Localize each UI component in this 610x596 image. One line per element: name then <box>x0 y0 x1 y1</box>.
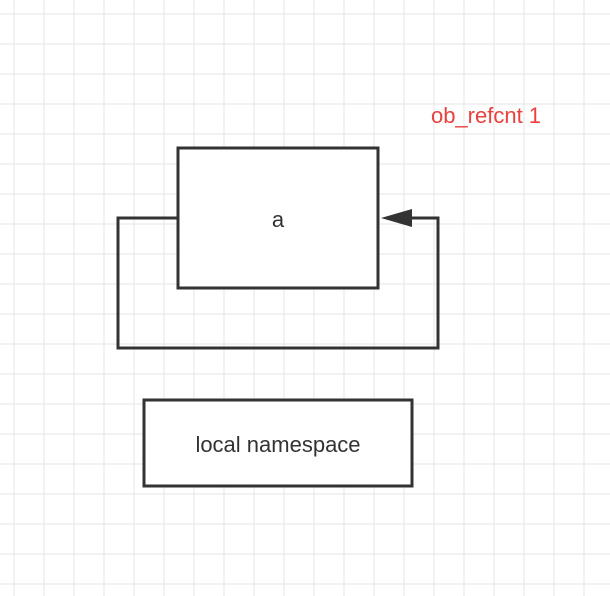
arrowhead-icon <box>381 209 412 227</box>
local-namespace-box[interactable] <box>142 398 414 488</box>
local-namespace-label: local namespace <box>195 432 360 457</box>
object-a-box[interactable] <box>176 146 380 290</box>
object-a-label: a <box>272 207 285 232</box>
self-reference-edge <box>116 216 440 350</box>
refcount-annotation: ob_refcnt 1 <box>431 103 541 128</box>
